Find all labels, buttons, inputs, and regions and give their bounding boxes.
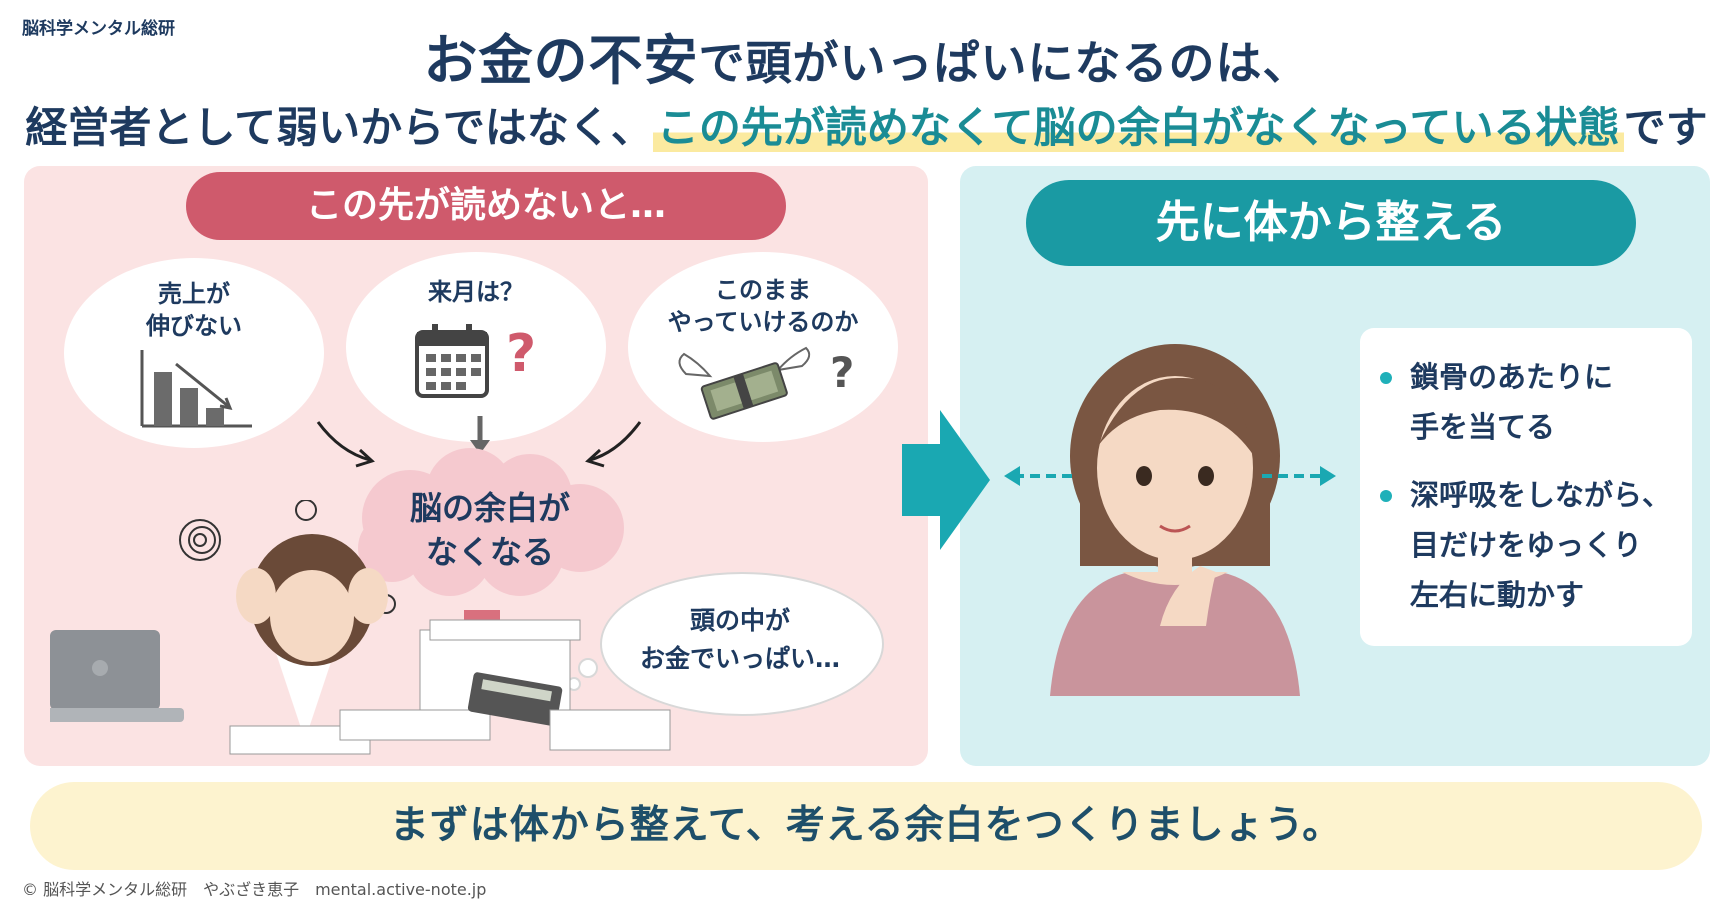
cloud-text-line: 脳の余白が xyxy=(409,489,570,527)
headline-line-2: 経営者として弱いからではなく、この先が読めなくて脳の余白がなくなっている状態です xyxy=(0,94,1733,155)
bubble-text-line: このまま xyxy=(715,276,811,304)
tips-box xyxy=(1360,328,1692,646)
tip-text-line: 目だけをゆっくり xyxy=(1410,528,1643,562)
bubble-text-line: 来月は？ xyxy=(428,278,524,306)
bullet-icon xyxy=(1380,490,1392,502)
arrow-icon xyxy=(316,421,371,462)
calm-woman-illustration xyxy=(1050,344,1300,696)
question-mark-icon: ? xyxy=(506,324,537,384)
bubble-text-line: 売上が xyxy=(158,280,230,308)
thought-bubble xyxy=(600,572,884,716)
calendar-icon xyxy=(415,324,489,398)
declining-bar-chart-icon xyxy=(140,350,252,428)
bullet-icon xyxy=(1380,372,1392,384)
left-arrow-icon xyxy=(1004,466,1020,486)
headline-line-1-rest: で頭がいっぱいになるのは、 xyxy=(698,36,1310,90)
worry-bubble-sales: 売上が 伸びない xyxy=(64,258,324,448)
flying-money-icon xyxy=(678,346,811,420)
left-panel-title: この先が読めないと… xyxy=(186,172,786,240)
tip-text-line: 鎖骨のあたりに xyxy=(1410,360,1614,394)
tip-text-line: 左右に動かす xyxy=(1410,578,1585,612)
cloud-text-line: なくなる xyxy=(425,533,554,571)
tip-text-line: 手を当てる xyxy=(1410,410,1556,444)
headline-line-2-suffix: です xyxy=(1623,103,1708,152)
thought-text: 頭の中が お金でいっぱい… xyxy=(600,602,880,678)
eye-movement-arrows xyxy=(1004,466,1336,486)
bubble-text-line: やっていけるのか xyxy=(667,308,859,336)
headline-line-2-prefix: 経営者として弱いからではなく、 xyxy=(25,103,653,152)
worry-bubble-next-month: 来月は？ ? xyxy=(346,252,606,442)
bubble-text-line: 伸びない xyxy=(146,312,242,340)
arrow-icon xyxy=(589,421,642,462)
tip-item: 鎖骨のあたりに 手を当てる xyxy=(1380,352,1613,452)
thought-text-line: お金でいっぱい… xyxy=(639,644,840,673)
worried-woman-illustration xyxy=(50,500,671,755)
headline-line-1: お金の不安で頭がいっぱいになるのは、 xyxy=(0,16,1733,95)
right-panel-title: 先に体から整える xyxy=(1026,180,1636,266)
right-arrow-icon xyxy=(902,410,990,550)
worry-bubble-future: このまま やっていけるのか ? xyxy=(628,252,898,442)
thought-text-line: 頭の中が xyxy=(689,606,790,635)
tip-item: 深呼吸をしながら、 目だけをゆっくり 左右に動かす xyxy=(1380,470,1671,620)
headline-emphasis: お金の不安 xyxy=(423,29,699,92)
footer-credit: © 脳科学メンタル総研 やぶざき恵子 mental.active-note.jp xyxy=(22,880,487,899)
bottom-message: まずは体から整えて、考える余白をつくりましょう。 xyxy=(30,782,1702,870)
right-arrow-icon xyxy=(1320,466,1336,486)
brand-label: 脳科学メンタル総研 xyxy=(22,19,175,39)
cloud-text: 脳の余白が なくなる xyxy=(340,486,640,574)
brain-cloud xyxy=(358,448,624,596)
question-mark-icon: ? xyxy=(830,348,855,397)
tip-text-line: 深呼吸をしながら、 xyxy=(1410,478,1672,512)
headline-highlight: この先が読めなくて脳の余白がなくなっている状態 xyxy=(652,103,1624,152)
